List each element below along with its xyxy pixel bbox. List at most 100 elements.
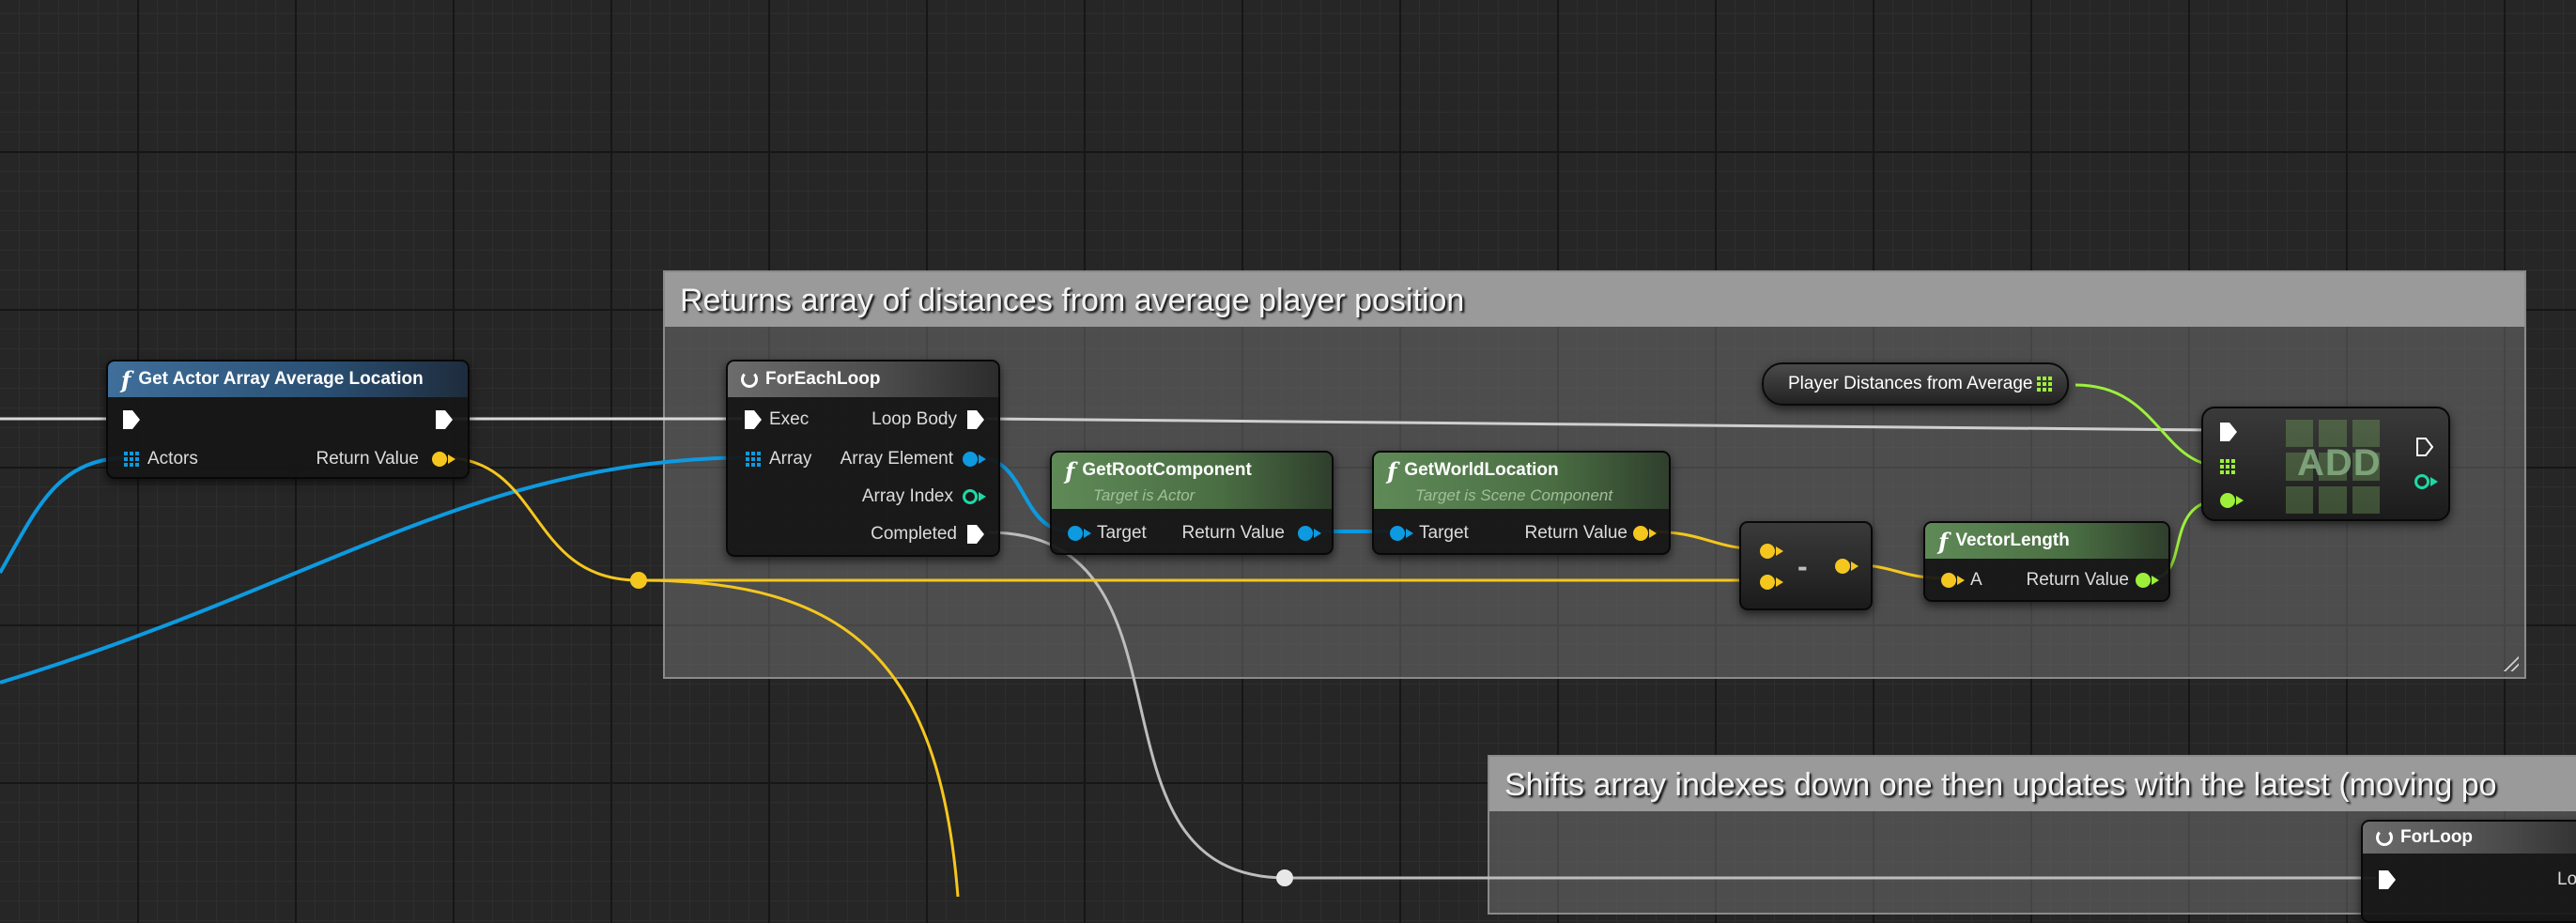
comment-title[interactable]: Returns array of distances from average …: [665, 272, 2524, 327]
array-pin-icon[interactable]: [2037, 377, 2052, 392]
loop-icon: [2376, 829, 2393, 846]
reroute-node: [630, 572, 647, 589]
pin-arrow-icon: [1314, 529, 1321, 538]
pin-label-return-value: Return Value: [316, 449, 420, 469]
node-header: f GetRootComponent Target is Actor: [1052, 453, 1332, 509]
pin-arrow-icon: [2430, 477, 2438, 486]
node-get-root-component[interactable]: f GetRootComponent Target is Actor Targe…: [1050, 451, 1334, 555]
subtract-operator-label: -: [1797, 549, 1808, 583]
pin-arrow-icon: [1957, 576, 1965, 585]
subtract-input-a-pin[interactable]: [1760, 544, 1775, 559]
node-vector-length[interactable]: f VectorLength A Return Value: [1923, 521, 2170, 602]
node-for-each-loop[interactable]: ForEachLoop Exec Loop Body Array Array E…: [726, 360, 1000, 557]
exec-wire: [987, 531, 1288, 880]
node-title: Get Actor Array Average Location: [138, 369, 424, 389]
function-icon: f: [1387, 456, 1397, 485]
pin-label-completed: Completed: [871, 524, 957, 544]
return-value-vector-pin[interactable]: [1633, 526, 1648, 541]
node-get-actor-array-average-location[interactable]: f Get Actor Array Average Location Actor…: [106, 360, 470, 479]
input-a-vector-pin[interactable]: [1941, 573, 1956, 588]
pin-label-target: Target: [1419, 523, 1469, 543]
pin-label-actors: Actors: [147, 449, 198, 469]
target-array-pin-icon[interactable]: [2220, 459, 2235, 474]
vector-wire: [440, 455, 640, 582]
pin-label-return-value: Return Value: [1181, 523, 1286, 543]
pin-label-array: Array: [769, 449, 812, 469]
pin-label-array-index: Array Index: [861, 486, 953, 506]
node-header: f VectorLength: [1925, 523, 2168, 559]
node-subtitle: Target is Actor: [1093, 485, 1195, 504]
variable-player-distances-from-average[interactable]: Player Distances from Average: [1762, 362, 2069, 406]
pin-label-return-value: Return Value: [2026, 570, 2130, 590]
actors-array-pin-icon[interactable]: [124, 452, 139, 467]
exec-wire: [985, 417, 2217, 432]
pin-arrow-icon: [1776, 546, 1783, 556]
pin-label-exec: Exec: [769, 409, 810, 429]
return-value-pin[interactable]: [1298, 526, 1313, 541]
node-subtitle: Target is Scene Component: [1415, 485, 1613, 504]
pin-label-return-value: Return Value: [1524, 523, 1628, 543]
function-icon: f: [1938, 527, 1949, 555]
array-pin-icon[interactable]: [746, 452, 761, 467]
target-pin[interactable]: [1068, 526, 1083, 541]
node-subtract[interactable]: -: [1739, 521, 1873, 610]
pin-label-loop-body: Loop Body: [872, 409, 957, 429]
node-for-loop[interactable]: ForLoop Lo: [2361, 820, 2576, 923]
resize-handle[interactable]: [2502, 654, 2519, 671]
exec-input-pin[interactable]: [745, 410, 762, 429]
node-header: f Get Actor Array Average Location: [108, 362, 468, 397]
return-value-vector-pin[interactable]: [432, 452, 447, 467]
pin-arrow-icon: [1084, 529, 1091, 538]
loop-body-exec-pin[interactable]: [967, 410, 984, 429]
exec-input-pin[interactable]: [2220, 423, 2237, 441]
node-title: VectorLength: [1955, 531, 2070, 550]
pin-arrow-icon: [1776, 577, 1783, 587]
pin-arrow-icon: [2152, 576, 2159, 585]
pin-label-a: A: [1970, 570, 1982, 590]
loop-icon: [741, 371, 758, 388]
exec-input-pin[interactable]: [123, 410, 140, 429]
new-item-float-pin[interactable]: [2220, 493, 2235, 508]
exec-input-pin[interactable]: [2379, 870, 2396, 889]
node-title: GetWorldLocation: [1404, 460, 1559, 480]
pin-label-array-element: Array Element: [840, 449, 953, 469]
node-header: ForLoop: [2363, 822, 2576, 854]
exec-output-pin[interactable]: [2416, 438, 2433, 456]
node-title: GetRootComponent: [1082, 460, 1252, 480]
return-index-pin[interactable]: [2414, 474, 2429, 489]
pin-arrow-icon: [2236, 496, 2244, 505]
comment-title[interactable]: Shifts array indexes down one then updat…: [1489, 757, 2576, 811]
target-pin[interactable]: [1390, 526, 1405, 541]
object-wire: [0, 455, 752, 685]
array-element-pin[interactable]: [963, 452, 978, 467]
subtract-output-pin[interactable]: [1835, 559, 1850, 574]
reroute-node: [1276, 869, 1293, 886]
pin-arrow-icon: [448, 454, 455, 464]
vector-wire: [638, 578, 960, 897]
node-array-add[interactable]: ADD: [2201, 407, 2450, 521]
pin-arrow-icon: [1851, 561, 1859, 571]
subtract-input-b-pin[interactable]: [1760, 575, 1775, 590]
array-add-background-icon: [2286, 420, 2380, 514]
array-index-pin[interactable]: [963, 489, 978, 504]
node-title: ForLoop: [2400, 827, 2474, 847]
object-wire: [0, 455, 128, 574]
node-header: ForEachLoop: [728, 362, 998, 397]
return-value-float-pin[interactable]: [2136, 573, 2151, 588]
pin-arrow-icon: [979, 492, 986, 501]
pin-arrow-icon: [1649, 529, 1657, 538]
pin-label-loop-body: Lo: [2557, 869, 2576, 889]
wire-layer: [0, 383, 2376, 897]
function-icon: f: [121, 365, 131, 393]
pin-arrow-icon: [1406, 529, 1413, 538]
completed-exec-pin[interactable]: [967, 525, 984, 544]
add-node-label: ADD: [2297, 442, 2382, 484]
function-icon: f: [1065, 456, 1075, 485]
node-header: f GetWorldLocation Target is Scene Compo…: [1374, 453, 1669, 509]
variable-label: Player Distances from Average: [1788, 374, 2033, 393]
pin-label-target: Target: [1097, 523, 1147, 543]
node-title: ForEachLoop: [765, 369, 881, 389]
exec-output-pin[interactable]: [436, 410, 453, 429]
pin-arrow-icon: [979, 454, 986, 464]
node-get-world-location[interactable]: f GetWorldLocation Target is Scene Compo…: [1372, 451, 1671, 555]
